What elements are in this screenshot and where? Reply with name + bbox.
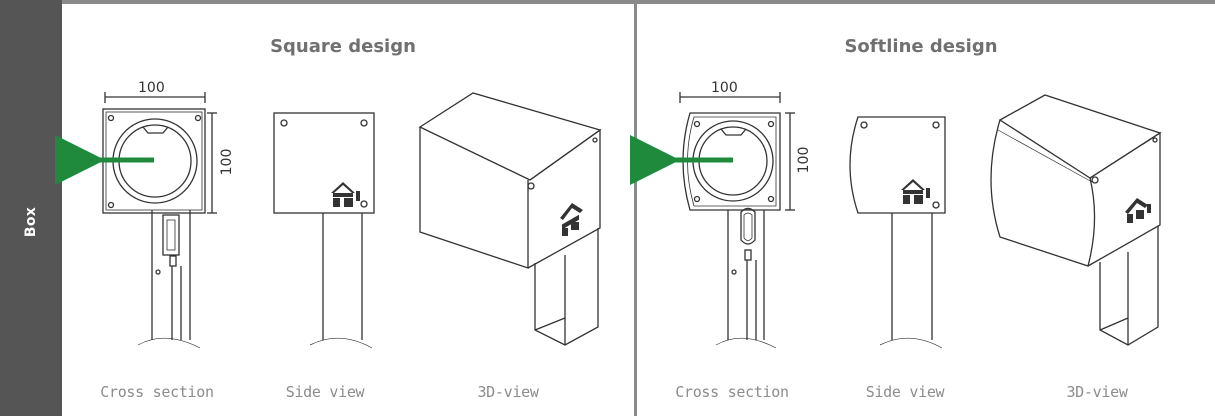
softline-3d-view-drawing (990, 94, 1162, 346)
square-side-logo-icon (331, 182, 360, 207)
top-border (62, 0, 1215, 4)
square-side-view-caption: Side view (285, 383, 365, 401)
softline-3d-logo-icon (1125, 198, 1151, 223)
square-side-view-drawing (273, 112, 375, 349)
square-width-dimension: 100 (138, 80, 165, 96)
square-3d-logo-icon (560, 203, 583, 236)
side-tab: Box (0, 0, 62, 416)
softline-width-dimension: 100 (711, 80, 738, 96)
square-3d-view-drawing (418, 92, 602, 346)
square-design-title: Square design (270, 36, 416, 57)
softline-side-view-caption: Side view (865, 383, 945, 401)
square-cross-section-drawing (102, 92, 217, 349)
square-cross-section-caption: Cross section (100, 383, 214, 401)
softline-side-view-drawing (849, 116, 946, 349)
panel-divider (634, 0, 637, 416)
softline-design-title: Softline design (844, 36, 998, 57)
softline-side-logo-icon (901, 179, 930, 204)
square-3d-view-caption: 3D-view (477, 383, 539, 401)
softline-cross-section-caption: Cross section (675, 383, 789, 401)
softline-3d-view-caption: 3D-view (1066, 383, 1128, 401)
softline-cross-section-drawing (679, 92, 795, 349)
